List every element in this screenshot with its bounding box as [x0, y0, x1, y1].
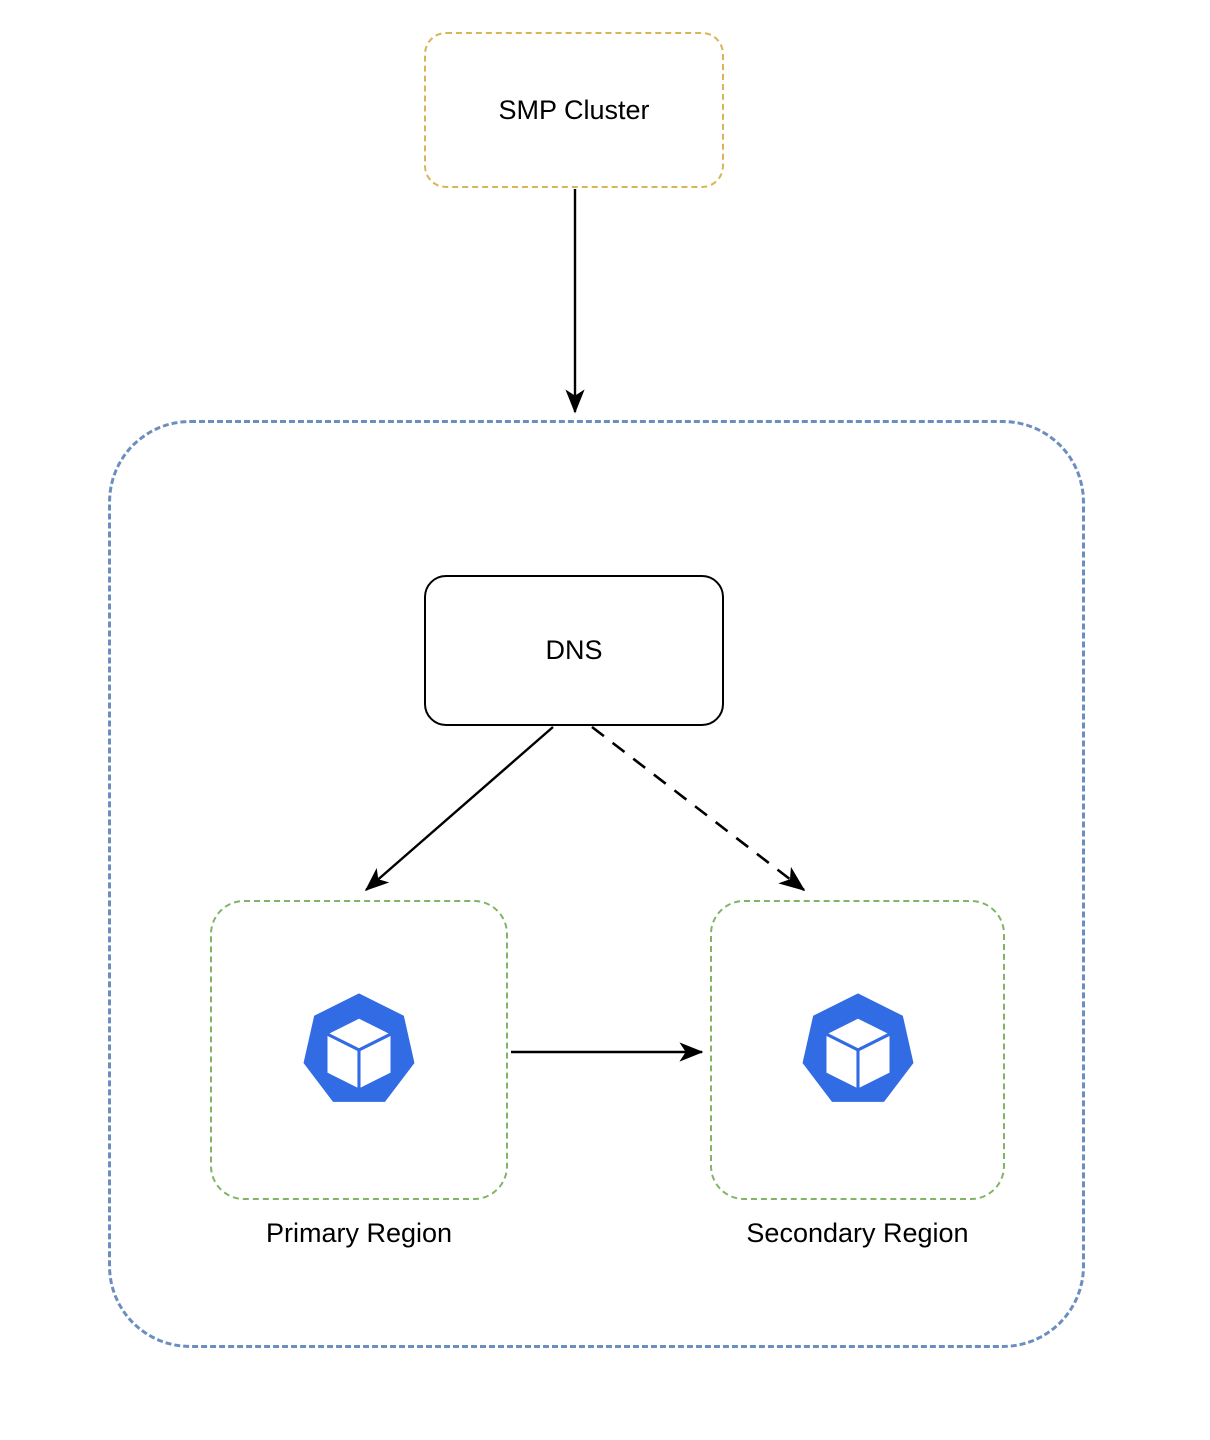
platform-container[interactable] [108, 420, 1085, 1348]
dns-label: DNS [545, 635, 603, 666]
kubernetes-icon [303, 993, 415, 1102]
smp-cluster-node[interactable]: SMP Cluster [424, 32, 724, 188]
kubernetes-icon [802, 993, 913, 1102]
dns-node[interactable]: DNS [424, 575, 724, 726]
secondary-region-box[interactable] [710, 900, 1005, 1200]
primary-region-box[interactable] [210, 900, 508, 1200]
smp-cluster-label: SMP Cluster [498, 94, 650, 125]
secondary-region-label: Secondary Region [746, 1218, 969, 1248]
primary-region-label: Primary Region [265, 1218, 453, 1248]
